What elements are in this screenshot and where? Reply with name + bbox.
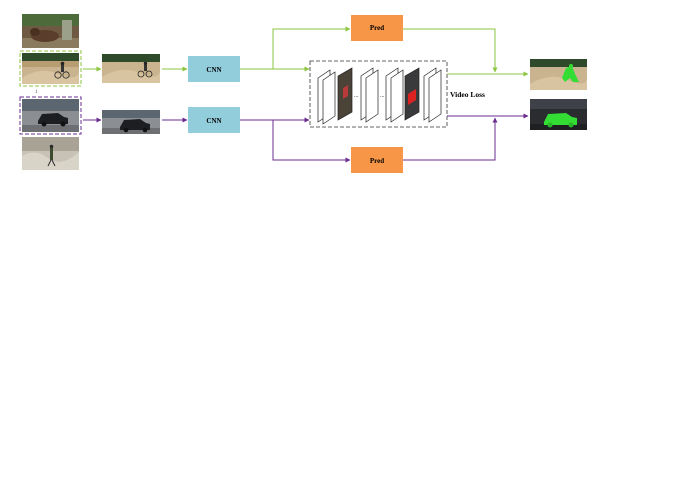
frame-3b [390, 69, 404, 123]
pred-bottom-label: Pred [370, 157, 384, 165]
bmx-image [22, 53, 79, 84]
dots-1: ... [354, 93, 359, 99]
frame-image-2-mask [408, 89, 416, 105]
green-selection-frame [19, 50, 82, 87]
small-mark: 1 [35, 90, 38, 95]
cnn-box-bottom: CNN [188, 107, 240, 133]
frame-image-1-mask [343, 85, 348, 99]
video-loss-label: Video Loss [450, 90, 485, 99]
frame-stack: ... ... [317, 67, 442, 125]
frame-2b [365, 69, 379, 123]
pred-top-label: Pred [370, 24, 384, 32]
bear-image [22, 14, 79, 48]
purple-path-to-output [403, 117, 498, 161]
person-rocks-image [22, 137, 79, 170]
segmented-bmx-image [530, 59, 587, 90]
cnn-bottom-label: CNN [206, 117, 221, 125]
pred-box-bottom: Pred [351, 147, 403, 173]
video-frames-container [309, 60, 448, 128]
dots-2: ... [380, 93, 385, 99]
cnn-box-top: CNN [188, 56, 240, 82]
car-crop-image [102, 110, 160, 134]
cnn-top-label: CNN [206, 66, 221, 74]
segmented-car-image [530, 99, 587, 130]
green-path-to-output [403, 28, 498, 73]
frame-4b [428, 69, 442, 123]
frame-1b [322, 71, 336, 125]
pred-box-top: Pred [351, 15, 403, 41]
green-path-to-pred [240, 26, 351, 70]
car-image [22, 99, 79, 132]
purple-selection-frame [19, 96, 82, 135]
bmx-crop-image [102, 54, 160, 83]
purple-path-to-pred [272, 120, 351, 163]
